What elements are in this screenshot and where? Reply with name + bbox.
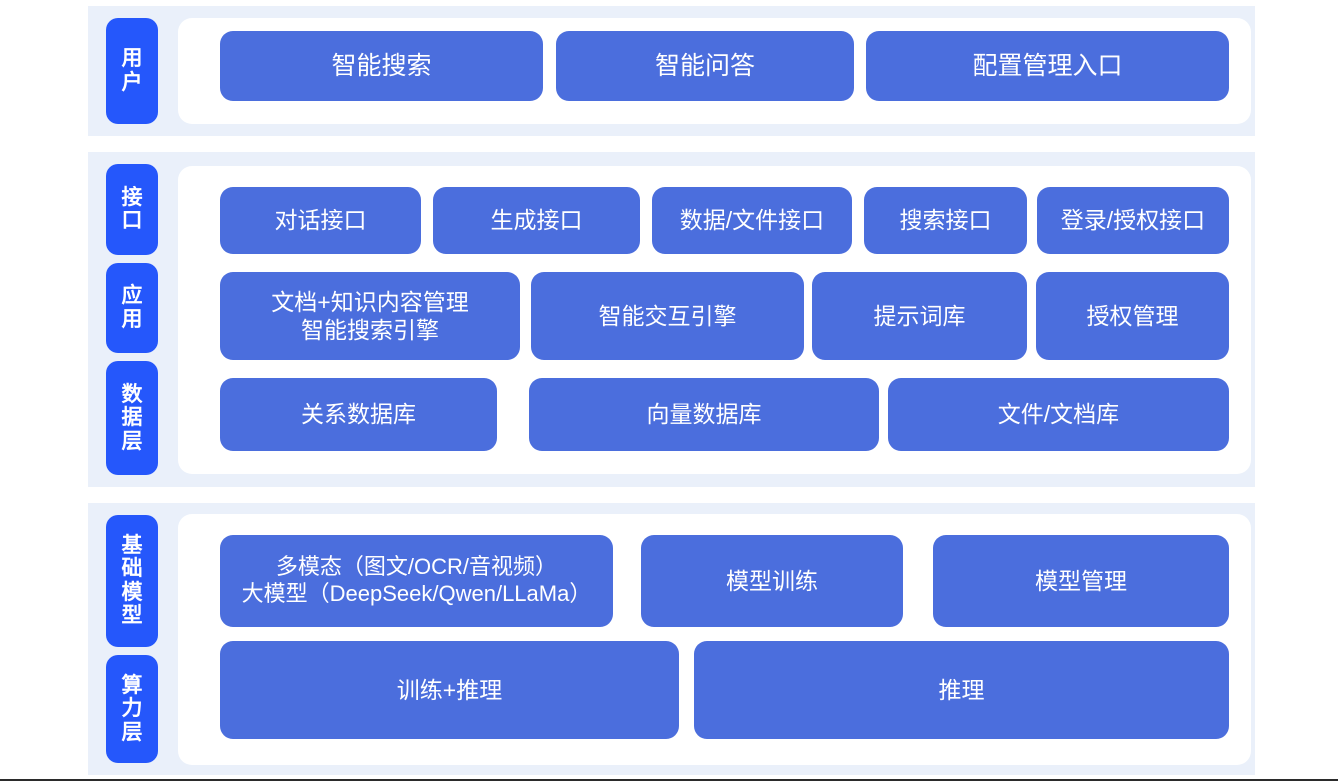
layer-label-compute-text: 算力层 (121, 673, 143, 744)
node-interaction-engine[interactable]: 智能交互引擎 (531, 272, 804, 360)
layer-label-data-text: 数据层 (121, 382, 143, 453)
layer-label-foundation-model[interactable]: 基础模型 (106, 515, 158, 647)
layer-label-compute[interactable]: 算力层 (106, 654, 158, 764)
node-prompt-library[interactable]: 提示词库 (812, 272, 1027, 360)
node-relational-db[interactable]: 关系数据库 (220, 378, 497, 451)
node-login-auth-api[interactable]: 登录/授权接口 (1037, 187, 1229, 254)
node-train-inference[interactable]: 训练+推理 (220, 641, 679, 739)
node-doc-knowledge-mgmt[interactable]: 文档+知识内容管理 智能搜索引擎 (220, 272, 520, 360)
bottom-divider (0, 779, 1338, 781)
layer-label-foundation-model-text: 基础模型 (121, 533, 143, 628)
node-generate-api[interactable]: 生成接口 (433, 187, 640, 254)
node-multimodal-llm[interactable]: 多模态（图文/OCR/音视频） 大模型（DeepSeek/Qwen/LLaMa） (220, 535, 613, 627)
node-vector-db[interactable]: 向量数据库 (529, 378, 879, 451)
layer-label-data[interactable]: 数据层 (106, 361, 158, 476)
layer-label-user[interactable]: 用户 (106, 18, 158, 124)
layer-label-application-text: 应用 (121, 284, 143, 331)
label-column-middle: 接口 应用 数据层 (106, 152, 158, 487)
node-dialog-api[interactable]: 对话接口 (220, 187, 421, 254)
label-column-user: 用户 (106, 6, 158, 136)
node-model-management[interactable]: 模型管理 (933, 535, 1229, 627)
node-model-training[interactable]: 模型训练 (641, 535, 903, 627)
layer-label-application[interactable]: 应用 (106, 262, 158, 353)
node-inference[interactable]: 推理 (694, 641, 1229, 739)
node-smart-qa[interactable]: 智能问答 (556, 31, 854, 101)
node-search-api[interactable]: 搜索接口 (864, 187, 1027, 254)
layer-label-user-text: 用户 (121, 47, 143, 94)
node-config-entry[interactable]: 配置管理入口 (866, 31, 1229, 101)
layer-label-interface-text: 接口 (121, 185, 143, 233)
layer-label-interface[interactable]: 接口 (106, 164, 158, 255)
label-column-foundation: 基础模型 算力层 (106, 503, 158, 775)
node-smart-search[interactable]: 智能搜索 (220, 31, 543, 101)
node-data-file-api[interactable]: 数据/文件接口 (652, 187, 852, 254)
node-auth-management[interactable]: 授权管理 (1036, 272, 1229, 360)
node-file-doc-store[interactable]: 文件/文档库 (888, 378, 1229, 451)
